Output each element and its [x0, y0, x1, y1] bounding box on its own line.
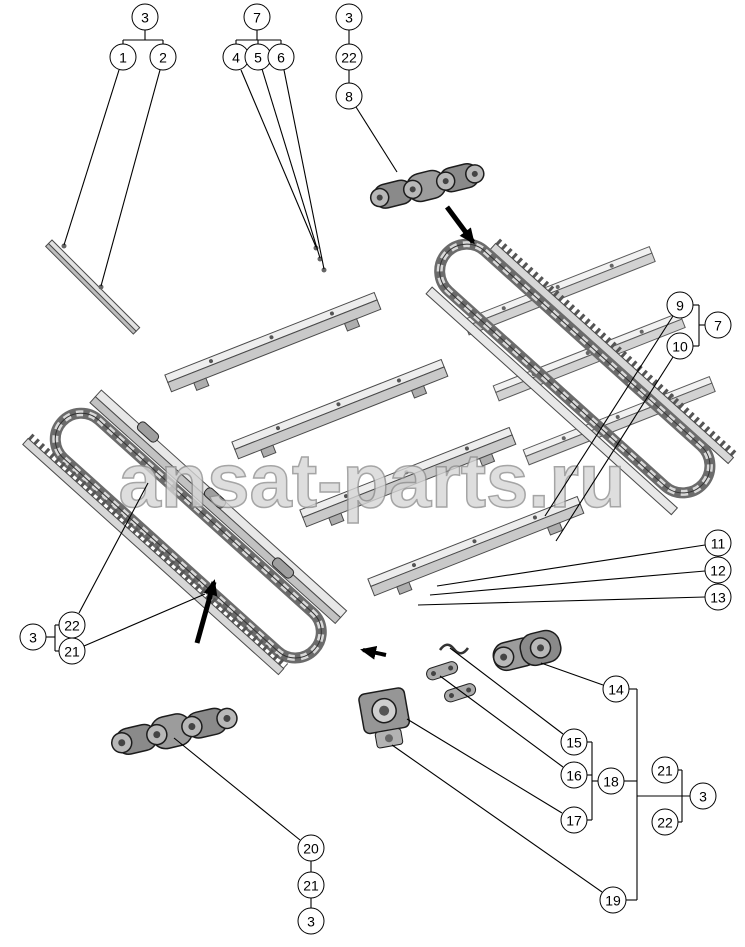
angle-bar — [44, 239, 141, 335]
callout-2: 2 — [149, 43, 177, 71]
callout-7-right: 7 — [704, 311, 732, 339]
callout-18: 18 — [597, 767, 625, 795]
callout-22-left: 22 — [58, 611, 86, 639]
leader-lines — [46, 30, 706, 908]
callout-3-top-left: 3 — [131, 3, 159, 31]
callout-19: 19 — [599, 886, 627, 914]
chain-links-small — [136, 421, 295, 579]
link-housing — [358, 687, 411, 749]
callout-1: 1 — [109, 43, 137, 71]
callout-7-top: 7 — [243, 3, 271, 31]
callout-17: 17 — [560, 806, 588, 834]
watermark: ansat-parts.ru — [119, 439, 626, 524]
callout-12: 12 — [704, 556, 732, 584]
chain-segment-bottom-left — [110, 707, 238, 755]
callout-22-top: 22 — [335, 43, 363, 71]
right-chain-track — [425, 238, 738, 516]
callout-6: 6 — [267, 43, 295, 71]
callout-3-bottom: 3 — [297, 907, 325, 935]
small-hardware — [426, 643, 477, 703]
chain-segment-top — [369, 163, 485, 209]
callout-5: 5 — [244, 43, 272, 71]
callout-20: 20 — [297, 834, 325, 862]
callout-9: 9 — [666, 291, 694, 319]
callout-16: 16 — [560, 761, 588, 789]
fasteners — [61, 243, 327, 290]
callout-3-left: 3 — [19, 623, 47, 651]
callout-3-right: 3 — [689, 782, 717, 810]
callout-21-left: 21 — [58, 637, 86, 665]
callout-10: 10 — [666, 332, 694, 360]
callout-14: 14 — [602, 675, 630, 703]
assembly-parts — [22, 163, 738, 755]
callout-21-bottom: 21 — [297, 871, 325, 899]
chain-connecting-link — [492, 629, 562, 672]
callout-11: 11 — [704, 529, 732, 557]
callout-21-right: 21 — [651, 756, 679, 784]
direction-arrow — [194, 205, 476, 660]
callout-15: 15 — [560, 728, 588, 756]
callout-13: 13 — [704, 583, 732, 611]
callout-8: 8 — [335, 82, 363, 110]
callout-3-top-right: 3 — [335, 3, 363, 31]
callout-22-right: 22 — [651, 808, 679, 836]
